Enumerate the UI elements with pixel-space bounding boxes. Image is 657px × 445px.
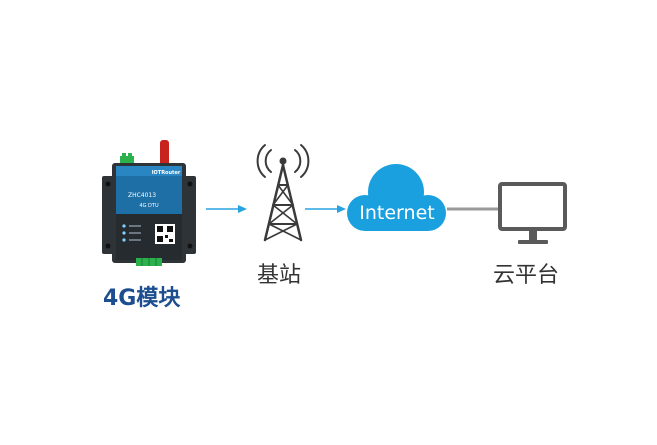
device-model: ZHC4013	[128, 192, 156, 199]
arrow-tower-to-cloud	[305, 205, 346, 213]
device-brand: IOTRouter	[152, 170, 181, 176]
device-label: 4G模块	[103, 286, 181, 311]
cloud-icon	[347, 164, 446, 231]
arrow-device-to-tower	[206, 205, 247, 213]
cell-tower-icon	[256, 144, 310, 242]
monitor-icon	[498, 182, 567, 244]
cloud-platform-label: 云平台	[493, 263, 560, 288]
dtu-device-icon: IOTRouter ZHC4013 4G DTU	[102, 140, 196, 266]
device-type: 4G DTU	[139, 203, 159, 209]
base-station-label: 基站	[257, 263, 302, 288]
internet-text: Internet	[359, 202, 434, 224]
